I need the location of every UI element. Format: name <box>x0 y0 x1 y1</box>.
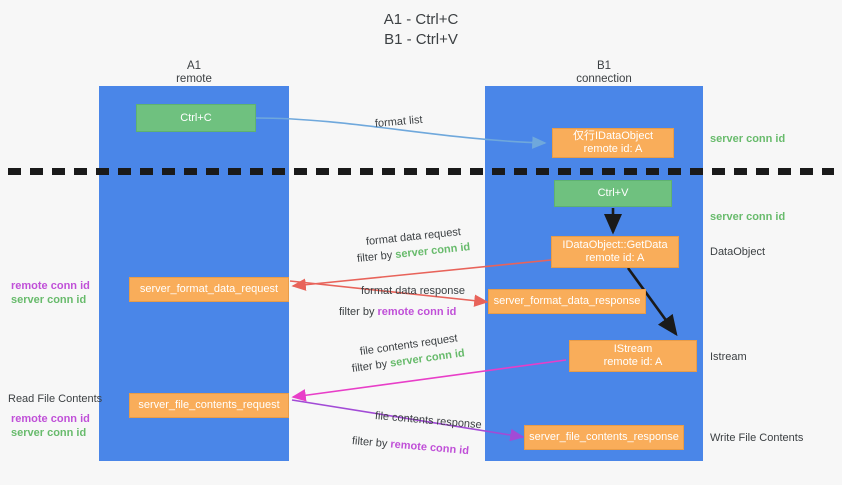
node-server-file-contents-request-label: server_file_contents_request <box>138 399 280 411</box>
edge-label-format-list: format list <box>374 113 424 130</box>
edge-label-format-data-response: format data response <box>361 285 465 297</box>
column-b1-name: B1 <box>596 60 612 72</box>
node-istream-line1: IStream <box>613 343 653 355</box>
filter-prefix-1: filter by <box>356 249 393 265</box>
left-label-conn-ids-mid: remote conn id server conn id <box>11 279 90 307</box>
node-server-format-data-response-label: server_format_data_response <box>493 295 641 307</box>
left-bottom-server-conn-id: server conn id <box>11 427 87 439</box>
filter-prefix-3: filter by <box>351 358 388 375</box>
node-ctrl-c[interactable]: Ctrl+C <box>136 104 256 132</box>
node-server-file-contents-request[interactable]: server_file_contents_request <box>129 393 289 418</box>
column-header-a1: A1 remote <box>104 60 284 86</box>
node-server-format-data-request-label: server_format_data_request <box>139 283 279 295</box>
right-label-server-conn-id-mid: server conn id <box>710 211 786 223</box>
node-istream[interactable]: IStream remote id: A <box>569 340 697 372</box>
right-label-write-file-contents: Write File Contents <box>710 432 804 444</box>
left-mid-server-conn-id: server conn id <box>11 294 87 306</box>
filter-key-remote-conn-id-2: remote conn id <box>389 438 470 458</box>
node-server-file-contents-response-label: server_file_contents_response <box>529 431 679 443</box>
node-idataobject-getdata[interactable]: IDataObject::GetData remote id: A <box>551 236 679 268</box>
left-bottom-remote-conn-id: remote conn id <box>11 413 90 425</box>
node-getdata-line2: remote id: A <box>585 252 645 264</box>
node-idataobject-line1: 仅行IDataObject <box>572 130 654 142</box>
left-label-conn-ids-bottom: remote conn id server conn id <box>11 412 90 440</box>
column-b1-sub: connection <box>576 73 632 85</box>
left-label-read-file-contents: Read File Contents <box>8 393 103 405</box>
left-mid-remote-conn-id: remote conn id <box>11 280 90 292</box>
edge-label-file-contents-response-filter: filter by remote conn id <box>351 434 469 458</box>
phase-divider <box>8 168 834 175</box>
column-a1-sub: remote <box>176 73 212 85</box>
title-line-1: A1 - Ctrl+C <box>383 11 459 28</box>
node-server-format-data-request[interactable]: server_format_data_request <box>129 277 289 302</box>
node-ctrl-v-label: Ctrl+V <box>597 187 629 199</box>
node-idataobject-line2: remote id: A <box>583 143 643 155</box>
node-ctrl-v[interactable]: Ctrl+V <box>554 180 672 207</box>
column-header-b1: B1 connection <box>514 60 694 86</box>
right-label-istream: Istream <box>710 351 747 363</box>
edge-label-format-data-response-filter: filter by remote conn id <box>339 305 456 319</box>
node-istream-line2: remote id: A <box>603 356 663 368</box>
filter-prefix-4: filter by <box>351 435 388 451</box>
column-a1-name: A1 <box>186 60 202 72</box>
edge-label-file-contents-response: file contents response <box>374 410 483 432</box>
filter-key-remote-conn-id-1: remote conn id <box>377 306 457 318</box>
node-server-format-data-response[interactable]: server_format_data_response <box>488 289 646 314</box>
right-label-dataobject: DataObject <box>710 246 766 258</box>
filter-prefix-2: filter by <box>339 306 375 318</box>
node-ctrl-c-label: Ctrl+C <box>180 111 212 124</box>
node-getdata-line1: IDataObject::GetData <box>562 239 668 251</box>
right-label-server-conn-id-top: server conn id <box>710 133 786 145</box>
node-idataobject[interactable]: 仅行IDataObject remote id: A <box>552 128 674 158</box>
title-line-2: B1 - Ctrl+V <box>384 31 458 48</box>
node-server-file-contents-response[interactable]: server_file_contents_response <box>524 425 684 450</box>
page-title: A1 - Ctrl+C B1 - Ctrl+V <box>0 10 842 50</box>
